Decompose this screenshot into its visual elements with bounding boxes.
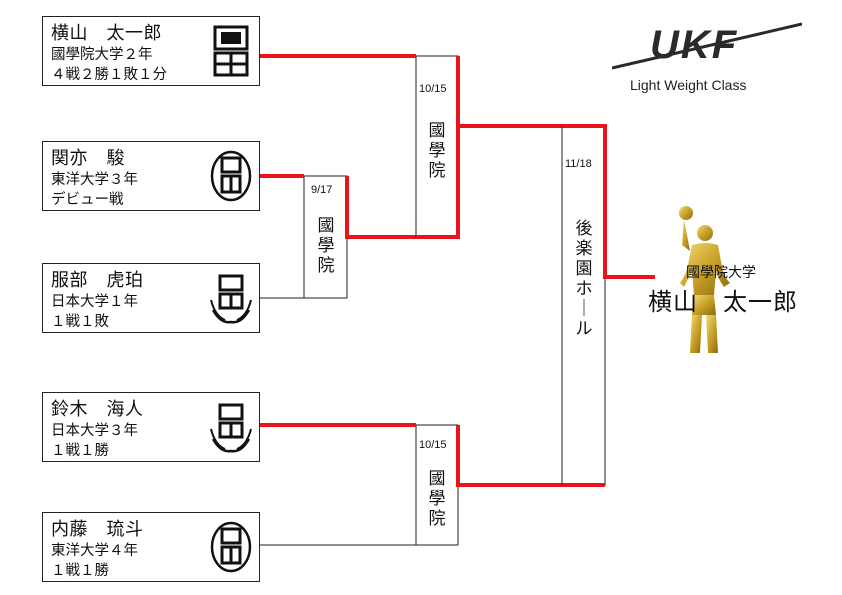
- player-school: 東洋大学４年: [51, 543, 138, 559]
- match-winner-10-15-bottom: 國學院: [428, 469, 446, 529]
- match-winner-10-15-top: 國學院: [428, 121, 446, 181]
- logo-slash: [612, 22, 802, 70]
- player-name: 横山 太一郎: [51, 23, 162, 44]
- player-school: 國學院大学２年: [51, 47, 153, 63]
- match-date-9-17: 9/17: [311, 184, 333, 196]
- match-winner-9-17: 國學院: [317, 216, 335, 276]
- player-record: １戦１勝: [51, 443, 109, 459]
- final-venue: 後楽園ホ｜ル: [575, 219, 593, 339]
- player-record: １戦１敗: [51, 314, 109, 330]
- player-card-1: 横山 太一郎 國學院大学２年 ４戦２勝１敗１分: [42, 16, 260, 86]
- champion-name: 横山 太一郎: [648, 288, 798, 316]
- player-card-5: 内藤 琉斗 東洋大学４年 １戦１勝: [42, 512, 260, 582]
- kokugakuin-emblem-icon: [213, 25, 249, 77]
- nihon-emblem-icon: [210, 403, 252, 453]
- player-card-2: 関亦 駿 東洋大学３年 デビュー戦: [42, 141, 260, 211]
- player-record: デビュー戦: [51, 192, 124, 208]
- win-line-9-17: [345, 176, 416, 239]
- win-line-10-15-bottom: [456, 425, 562, 487]
- nihon-emblem-icon: [210, 274, 252, 324]
- ukf-logo-text: UKF: [650, 23, 738, 67]
- toyo-emblem-icon: [210, 521, 252, 573]
- player-school: 日本大学１年: [51, 294, 138, 310]
- player-name: 関亦 駿: [51, 148, 125, 169]
- player-name: 鈴木 海人: [51, 399, 144, 420]
- weight-class-label: Light Weight Class: [630, 77, 747, 93]
- player-school: 東洋大学３年: [51, 172, 138, 188]
- player-record: １戦１勝: [51, 563, 109, 579]
- player-name: 内藤 琉斗: [51, 519, 144, 540]
- match-date-10-15-top: 10/15: [419, 83, 447, 95]
- player-name: 服部 虎珀: [51, 270, 144, 291]
- toyo-emblem-icon: [210, 150, 252, 202]
- player-school: 日本大学３年: [51, 423, 138, 439]
- match-date-11-18: 11/18: [565, 158, 592, 170]
- champion-school: 國學院大学: [686, 265, 756, 281]
- player-record: ４戦２勝１敗１分: [51, 67, 167, 83]
- player-card-4: 鈴木 海人 日本大学３年 １戦１勝: [42, 392, 260, 462]
- match-date-10-15-bottom: 10/15: [419, 439, 447, 451]
- win-line-final: [562, 124, 655, 279]
- win-line-top-to-final: [456, 56, 562, 128]
- ukf-logo: UKF: [612, 22, 802, 70]
- player-card-3: 服部 虎珀 日本大学１年 １戦１敗: [42, 263, 260, 333]
- champion-boxer-icon: [679, 206, 730, 353]
